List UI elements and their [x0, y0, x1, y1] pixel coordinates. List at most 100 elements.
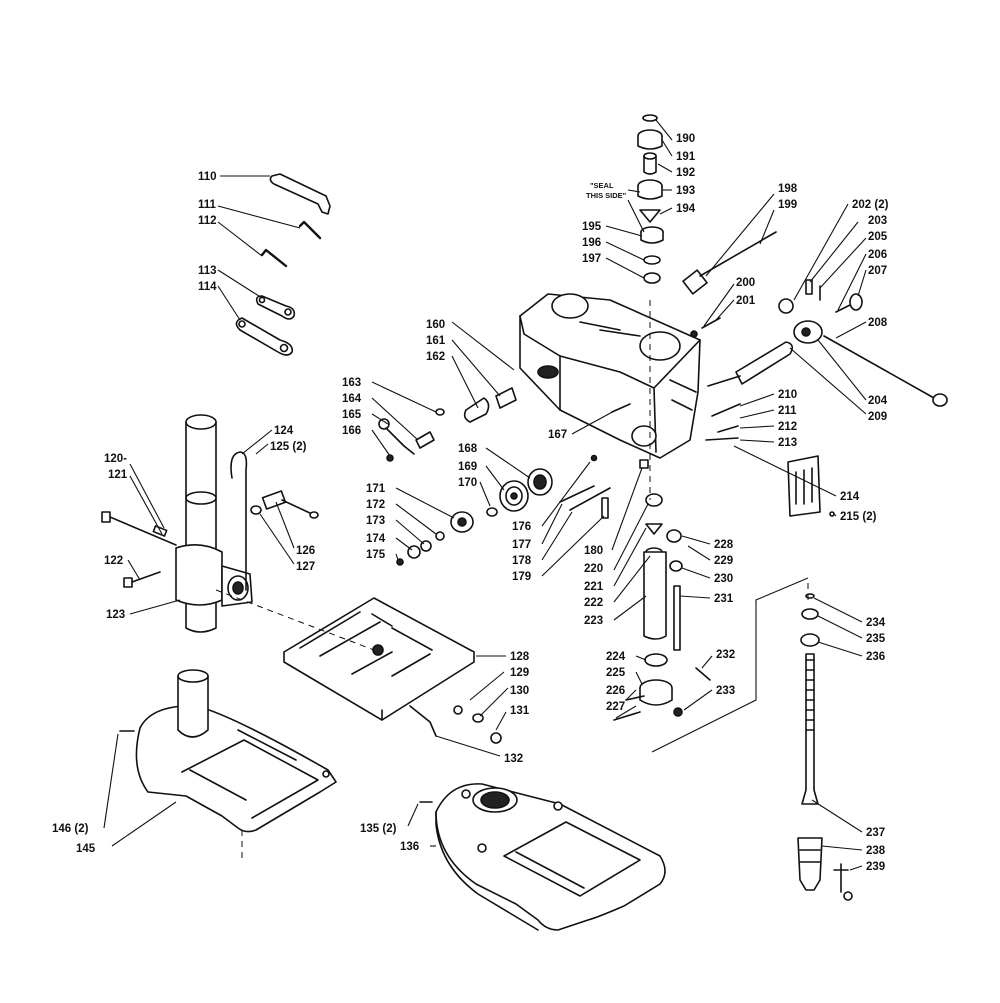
part-232-screw	[695, 667, 711, 681]
part-176-key	[590, 454, 598, 462]
label-111: 111	[198, 199, 217, 211]
part-236-bearing	[800, 633, 820, 647]
part-237-spindle	[801, 653, 819, 805]
part-168-pulley	[527, 468, 553, 496]
part-228-knob	[666, 529, 682, 543]
label-194: 194	[676, 203, 696, 215]
part-239-chuck-key	[833, 863, 853, 901]
label-180: 180	[584, 545, 603, 557]
part-233-nut	[673, 707, 683, 717]
assembly-lines	[215, 300, 809, 862]
label-130: 130	[510, 685, 529, 697]
label-176: 176	[512, 521, 531, 533]
label-161: 161	[426, 335, 446, 347]
label-128: 128	[510, 651, 530, 663]
part-198-shaft	[682, 231, 777, 295]
part-175-pin	[396, 558, 404, 566]
label-195: 195	[582, 221, 602, 233]
part-204-hub	[793, 320, 823, 344]
part-number-labels: 110 111 112 113 114 120- 121 122 123 124…	[52, 133, 889, 873]
part-126-crank	[250, 490, 319, 519]
label-120: 120-	[104, 453, 127, 465]
part-225-collar	[639, 679, 673, 706]
part-202-ball	[778, 298, 794, 314]
part-220-bearing	[645, 493, 663, 507]
label-172: 172	[366, 499, 385, 511]
part-194-seal	[639, 209, 661, 223]
label-171: 171	[366, 483, 386, 495]
label-222: 222	[584, 597, 603, 609]
label-202: 202 (2)	[852, 199, 889, 211]
label-125: 125 (2)	[270, 441, 307, 453]
part-230-nut	[669, 560, 683, 572]
label-192: 192	[676, 167, 695, 179]
part-122-screw	[123, 571, 161, 588]
label-232: 232	[716, 649, 735, 661]
label-231: 231	[714, 593, 734, 605]
label-173: 173	[366, 515, 385, 527]
part-head-casting	[519, 293, 701, 459]
label-227: 227	[606, 701, 625, 713]
part-111-hex-key	[298, 220, 322, 240]
label-200: 200	[736, 277, 755, 289]
label-174: 174	[366, 533, 386, 545]
part-213-screw	[705, 437, 739, 441]
label-163: 163	[342, 377, 361, 389]
part-124-rack	[230, 451, 248, 591]
label-193: 193	[676, 185, 695, 197]
label-220: 220	[584, 563, 603, 575]
label-213: 213	[778, 437, 797, 449]
label-196: 196	[582, 237, 601, 249]
seal-note-line-1: "SEAL	[590, 181, 614, 190]
part-226-screw	[625, 695, 645, 701]
label-212: 212	[778, 421, 797, 433]
part-171-pulley	[450, 511, 474, 533]
part-206-screw	[835, 303, 853, 313]
part-235-bearing	[801, 608, 819, 620]
part-227-screw	[613, 711, 641, 721]
label-169: 169	[458, 461, 477, 473]
label-126: 126	[296, 545, 315, 557]
part-112-hex-key	[260, 248, 288, 268]
part-128-table	[283, 597, 475, 721]
part-145-base	[135, 669, 337, 833]
label-131: 131	[510, 705, 530, 717]
part-129-washer	[453, 705, 463, 715]
label-230: 230	[714, 573, 733, 585]
label-229: 229	[714, 555, 733, 567]
label-145: 145	[76, 843, 96, 855]
part-164-screw	[415, 431, 435, 449]
part-123-column-support	[175, 544, 253, 607]
label-208: 208	[868, 317, 888, 329]
label-135: 135 (2)	[360, 823, 397, 835]
label-127: 127	[296, 561, 315, 573]
part-210-screw	[711, 403, 741, 417]
label-191: 191	[676, 151, 696, 163]
label-175: 175	[366, 549, 386, 561]
part-131-nut	[490, 732, 502, 744]
label-204: 204	[868, 395, 888, 407]
part-113-wrench	[255, 295, 296, 320]
label-239: 239	[866, 861, 885, 873]
label-121: 121	[108, 469, 128, 481]
part-165-lever	[378, 418, 415, 455]
label-114: 114	[198, 281, 217, 293]
part-120-bolt	[101, 511, 177, 546]
part-179-spring	[601, 497, 609, 519]
part-201-screw	[701, 317, 721, 329]
part-223-quill	[643, 551, 667, 640]
part-196-washer	[643, 255, 661, 265]
part-193-bearing	[637, 179, 663, 200]
label-238: 238	[866, 845, 886, 857]
label-110: 110	[198, 171, 217, 183]
label-209: 209	[868, 411, 887, 423]
label-223: 223	[584, 615, 603, 627]
part-180-key	[639, 459, 649, 469]
part-114-wrench	[235, 317, 294, 356]
part-195-bearing	[640, 226, 664, 244]
label-165: 165	[342, 409, 362, 421]
label-129: 129	[510, 667, 529, 679]
part-170-washer	[486, 507, 498, 517]
label-225: 225	[606, 667, 626, 679]
part-209-pinion-shaft	[707, 341, 794, 387]
